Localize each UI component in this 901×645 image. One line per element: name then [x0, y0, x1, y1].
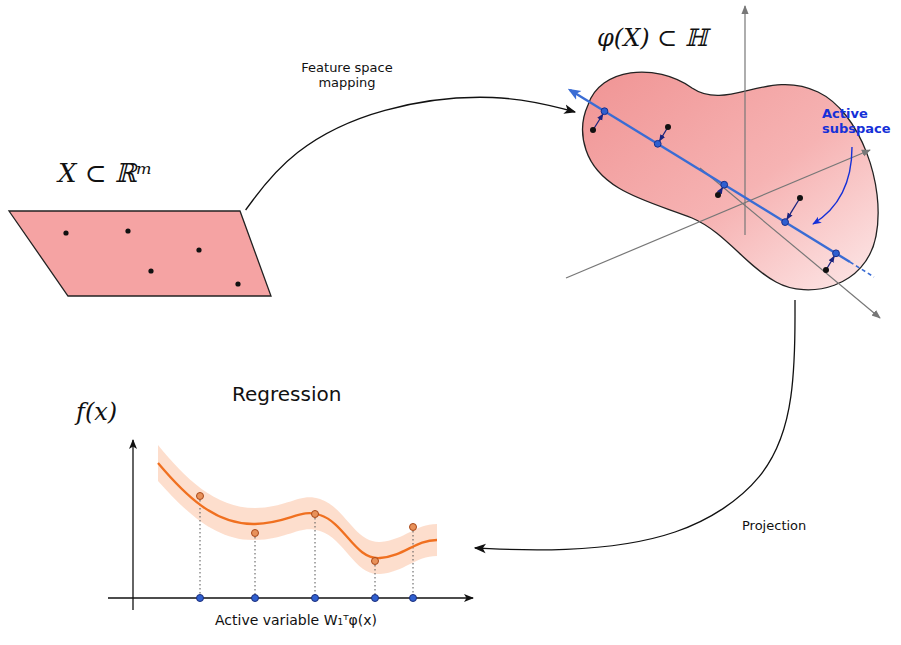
feature-points — [590, 124, 829, 273]
active-value-point — [197, 595, 204, 602]
flow-arrow — [246, 97, 575, 210]
axis-line — [700, 168, 880, 318]
edge-label: Projection — [742, 518, 806, 533]
active-value-point — [410, 595, 417, 602]
feature-point — [715, 192, 721, 198]
x-axis — [108, 597, 473, 598]
observation-point — [410, 524, 417, 531]
feature-space-shape — [582, 72, 878, 290]
axis-label: f(x) — [76, 398, 117, 426]
projection-arrow — [787, 198, 800, 219]
projected-point — [654, 140, 661, 147]
subspace-callout: Active subspace — [822, 106, 898, 136]
subspace-line — [850, 262, 874, 277]
sample-point — [235, 281, 240, 286]
sample-point — [63, 230, 68, 235]
plot-title: Regression — [232, 382, 341, 406]
drop-lines — [200, 496, 413, 598]
input-domain: X ⊂ ℝᵐ — [8, 210, 272, 297]
regression-curve — [158, 463, 437, 558]
drop-line — [375, 561, 376, 598]
sample-point — [148, 268, 153, 273]
drop-line — [200, 496, 201, 598]
sample-point — [196, 247, 201, 252]
active-value-point — [372, 595, 379, 602]
feature-space-label: φ(X) ⊂ ℍ — [597, 24, 708, 52]
projected-point — [782, 219, 789, 226]
observation-point — [252, 530, 259, 537]
feature-point — [665, 124, 671, 130]
feature-point — [797, 195, 803, 201]
sample-points — [63, 228, 240, 286]
feature-point — [590, 127, 596, 133]
feature-point — [823, 267, 829, 273]
drop-line — [413, 527, 414, 598]
active-value-point — [312, 595, 319, 602]
projection-arrows — [593, 114, 834, 270]
feature-axes — [566, 6, 880, 318]
axis-line — [566, 150, 870, 278]
projected-point — [601, 108, 608, 115]
sample-point — [125, 228, 130, 233]
feature-space: φ(X) ⊂ ℍ — [575, 62, 885, 300]
confidence-band — [158, 445, 437, 574]
input-domain-shape — [9, 211, 271, 296]
active-value-point — [252, 595, 259, 602]
leader-line — [813, 147, 852, 224]
projected-point — [721, 181, 728, 188]
observation-point — [197, 493, 204, 500]
node-outline — [8, 210, 272, 297]
subspace-line — [570, 90, 850, 262]
drop-line — [255, 533, 256, 598]
active-values — [197, 595, 417, 602]
y-axis — [132, 440, 133, 610]
projected-point — [833, 250, 840, 257]
domain-label: X ⊂ ℝᵐ — [58, 158, 152, 188]
axis-line — [744, 6, 745, 235]
observation-point — [372, 558, 379, 565]
observation-point — [312, 511, 319, 518]
axis-label: Active variable W₁ᵀφ(x) — [215, 612, 377, 628]
edge-label: Feature space mapping — [283, 60, 411, 90]
flow-arrow — [475, 300, 795, 550]
projected-points — [601, 108, 839, 257]
drop-line — [315, 514, 316, 598]
observations — [197, 493, 417, 565]
node-outline — [575, 62, 885, 300]
